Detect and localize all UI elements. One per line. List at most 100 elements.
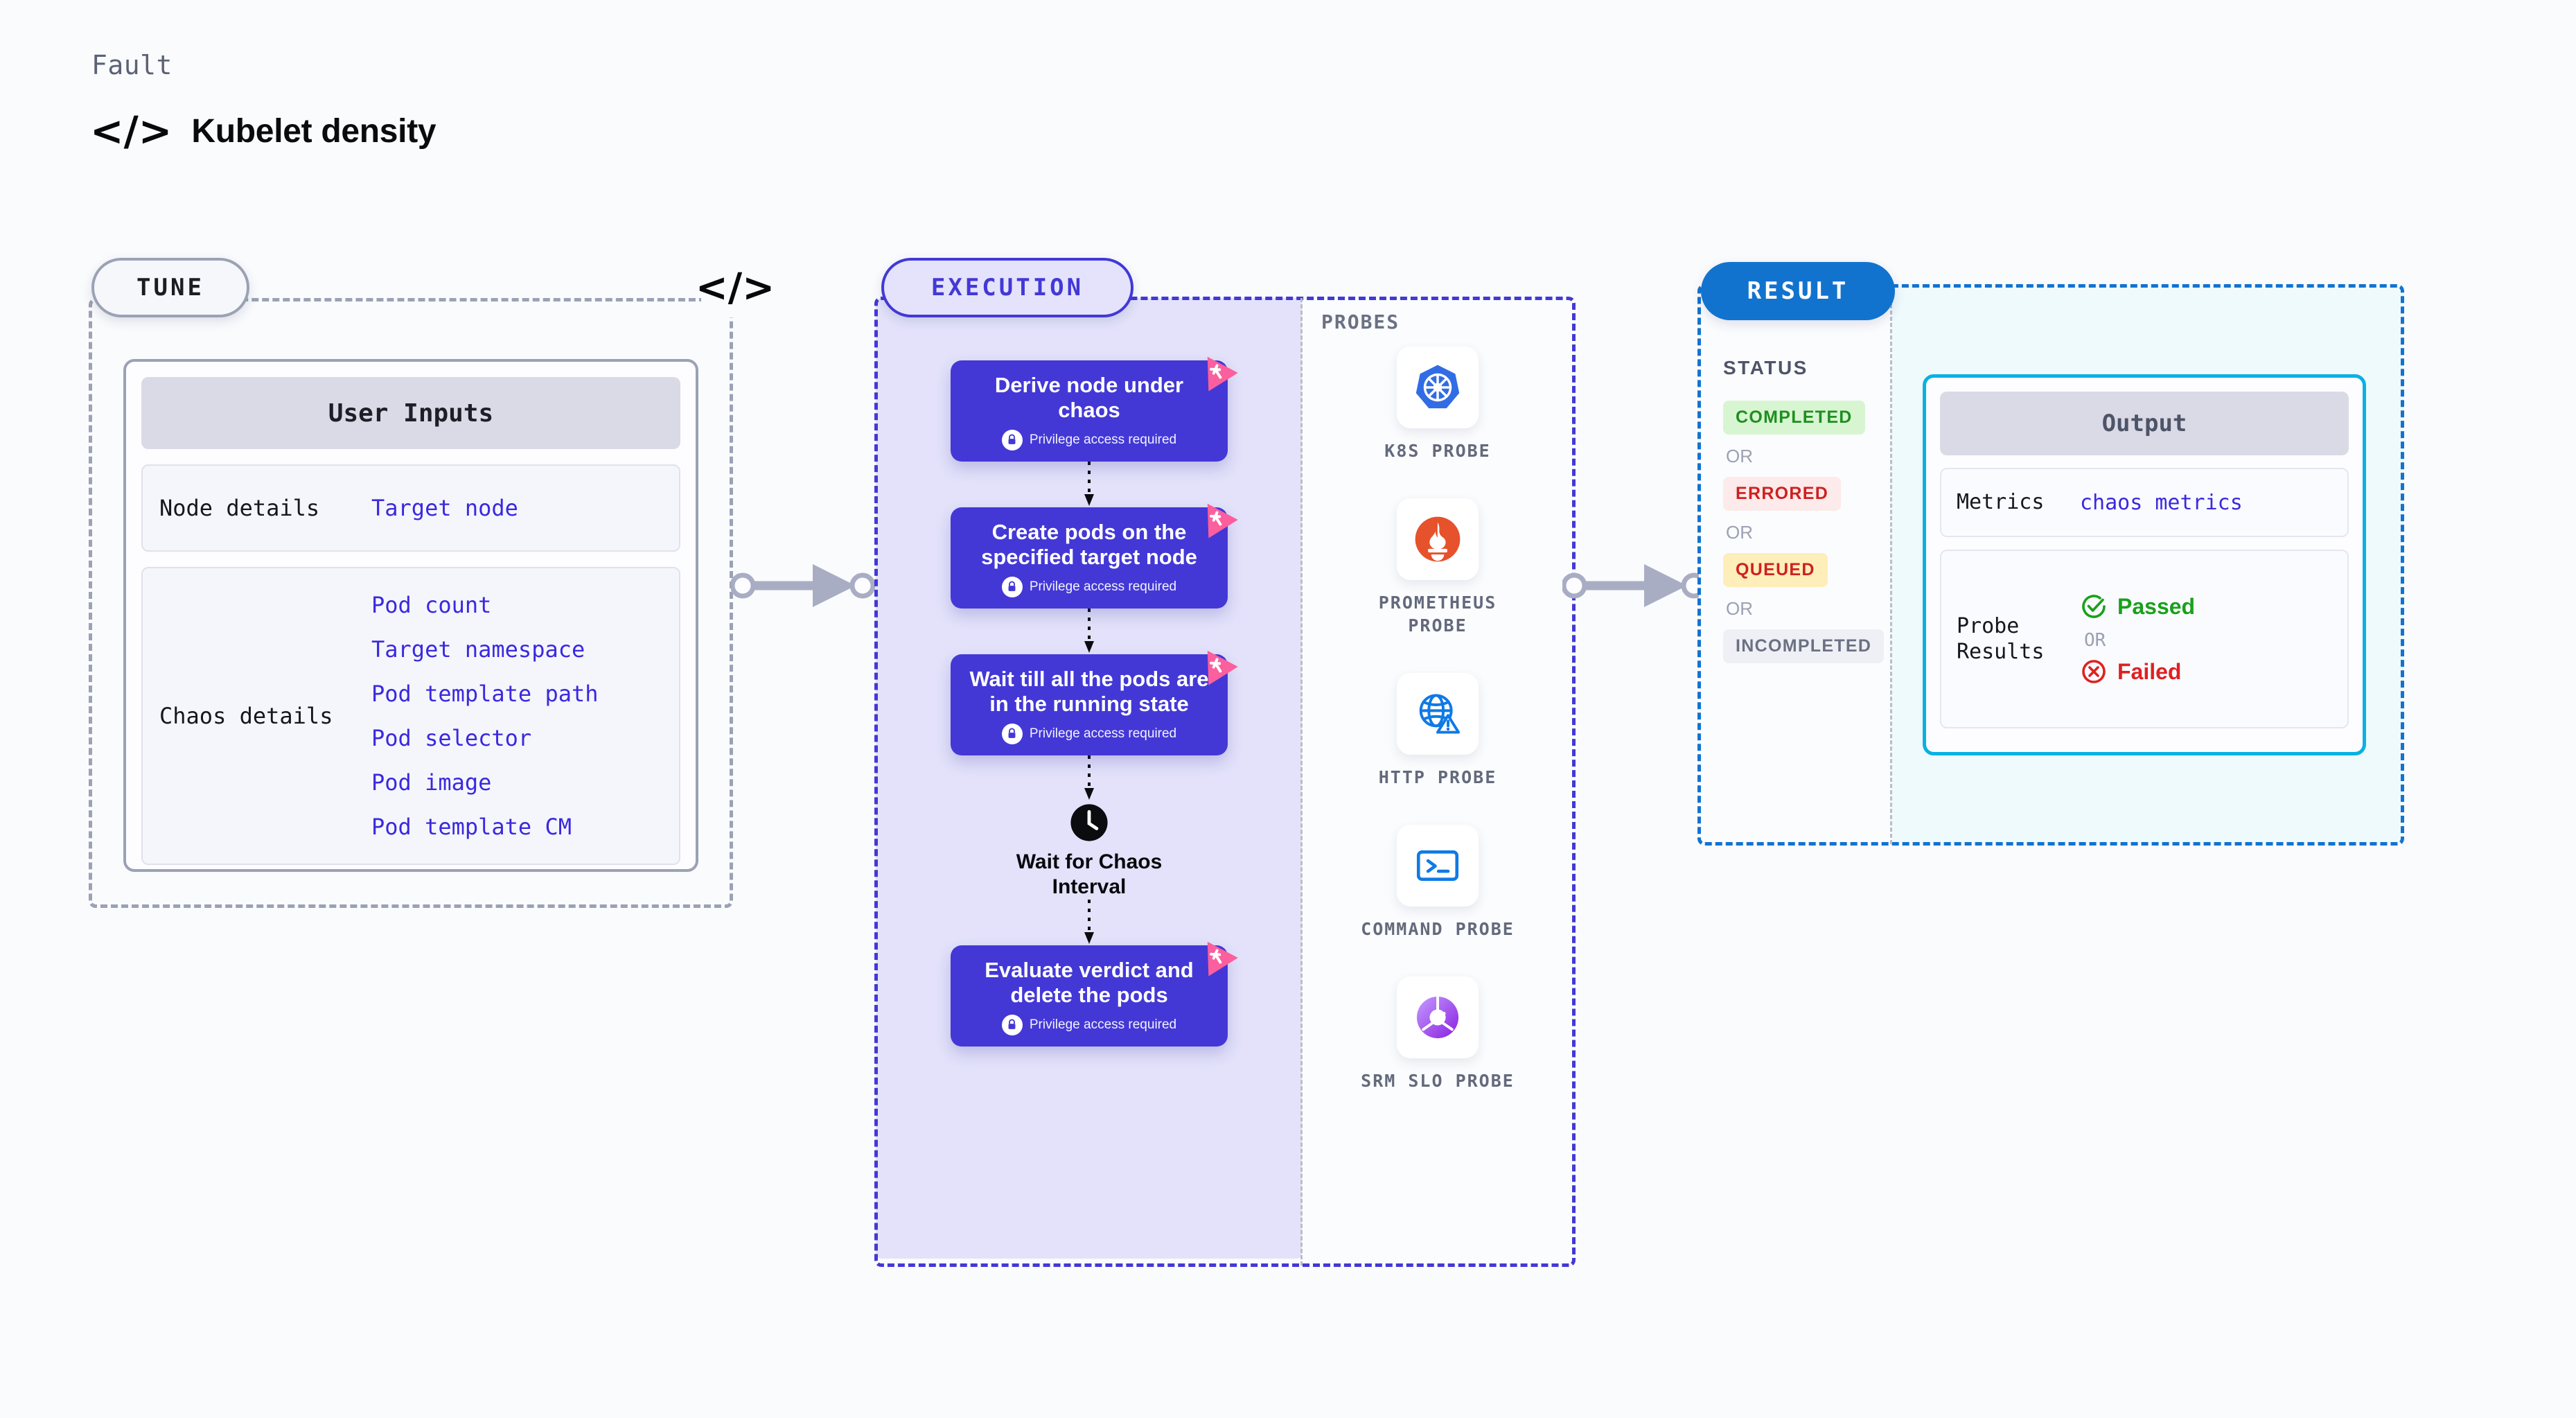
input-value[interactable]: Target node <box>371 495 518 521</box>
probes-section-label: PROBES <box>1321 310 1400 333</box>
status-badge-list: COMPLETED OR ERRORED OR QUEUED OR INCOMP… <box>1723 401 1885 663</box>
user-inputs-title: User Inputs <box>141 377 680 449</box>
probe-item-k8s[interactable]: K8S PROBE <box>1384 347 1490 462</box>
execution-step-final[interactable]: Evaluate verdict and delete the pods Pri… <box>951 941 1238 1047</box>
step-title: Derive node under chaos <box>994 373 1184 422</box>
verdict-passed: Passed <box>2080 593 2195 620</box>
result-stage-pill[interactable]: RESULT <box>1701 262 1895 320</box>
or-separator: OR <box>1726 522 1753 543</box>
privilege-note-label: Privilege access required <box>1029 579 1177 594</box>
input-value[interactable]: Pod template path <box>371 681 599 707</box>
output-row-metrics: Metrics chaos metrics <box>1940 468 2349 537</box>
step-title: Evaluate verdict and delete the pods <box>985 957 1194 1007</box>
flow-connector <box>951 755 1228 801</box>
privilege-note: Privilege access required <box>966 576 1212 597</box>
output-row-label: Probe Results <box>1957 613 2045 665</box>
execution-step[interactable]: Wait till all the pods are in the runnin… <box>951 650 1238 755</box>
privilege-note: Privilege access required <box>966 723 1212 744</box>
page-title: Kubelet density <box>191 112 436 150</box>
input-value[interactable]: Pod count <box>371 592 492 618</box>
input-value[interactable]: Pod template CM <box>371 814 572 840</box>
probe-item-http[interactable]: HTTP PROBE <box>1379 673 1497 789</box>
connector-execution-to-result <box>1562 564 1707 607</box>
step-title: Wait till all the pods are in the runnin… <box>969 666 1209 716</box>
flow-connector <box>951 608 1228 654</box>
x-circle-icon <box>2082 660 2106 683</box>
privilege-note-label: Privilege access required <box>1029 1017 1177 1032</box>
privilege-note: Privilege access required <box>966 1014 1212 1035</box>
flow-connector <box>951 899 1228 945</box>
prometheus-icon <box>1397 498 1479 580</box>
terminal-icon <box>1396 825 1479 907</box>
page-title-row: </> Kubelet density <box>90 111 436 151</box>
wait-for-chaos-interval-node: Wait for Chaos Interval <box>951 801 1228 900</box>
execution-stage-pill[interactable]: EXECUTION <box>881 258 1133 317</box>
probe-label: K8S PROBE <box>1384 441 1491 461</box>
execution-flow: Derive node under chaos Privilege access… <box>951 356 1238 1047</box>
probe-label: SRM SLO PROBE <box>1361 1071 1515 1091</box>
tune-stage-box <box>89 298 733 908</box>
connector-tune-to-execution <box>731 564 876 607</box>
input-value-list: Pod count Target namespace Pod template … <box>371 571 599 861</box>
flow-connector <box>951 461 1228 507</box>
lock-icon <box>1001 429 1023 450</box>
code-brackets-corner-icon: </> <box>696 258 775 317</box>
probe-item-command[interactable]: COMMAND PROBE <box>1361 825 1515 940</box>
verdict-failed: Failed <box>2080 658 2195 685</box>
probe-item-srm-slo[interactable]: SRM SLO PROBE <box>1361 977 1515 1092</box>
output-row-label: Metrics <box>1957 490 2045 515</box>
input-group-label: Chaos details <box>159 703 333 729</box>
input-group-node-details: Node details Target node <box>141 464 680 552</box>
privilege-note: Privilege access required <box>966 429 1212 450</box>
input-value[interactable]: Pod selector <box>371 725 532 751</box>
probes-column-divider <box>1300 298 1303 1266</box>
lock-icon <box>1001 723 1023 744</box>
kubernetes-icon <box>1397 347 1479 428</box>
input-group-chaos-details: Chaos details Pod count Target namespace… <box>141 567 680 865</box>
probe-label: HTTP PROBE <box>1378 767 1497 787</box>
privilege-note-label: Privilege access required <box>1029 726 1177 741</box>
probe-label: COMMAND PROBE <box>1361 919 1515 939</box>
privilege-note-label: Privilege access required <box>1029 432 1177 447</box>
verdict-list: Passed OR Failed <box>2080 577 2195 701</box>
or-separator: OR <box>1726 446 1753 466</box>
http-globe-icon <box>1396 673 1479 755</box>
lock-icon <box>1001 576 1023 597</box>
output-card: Output Metrics chaos metrics Probe Resul… <box>1923 374 2366 755</box>
tune-stage-pill[interactable]: TUNE <box>91 258 249 317</box>
input-value-list: Target node <box>371 474 518 542</box>
result-stage-box <box>1697 284 2404 846</box>
status-badge-completed: COMPLETED <box>1723 401 1865 435</box>
lock-icon <box>1001 1014 1023 1035</box>
srm-slo-icon <box>1396 977 1479 1058</box>
probe-label: PROMETHEUS PROBE <box>1378 593 1497 636</box>
or-separator: OR <box>2084 630 2106 651</box>
status-badge-queued: QUEUED <box>1723 553 1828 587</box>
execution-step[interactable]: Create pods on the specified target node… <box>951 503 1238 609</box>
status-section-label: STATUS <box>1723 357 1808 378</box>
output-title: Output <box>1940 392 2349 455</box>
verdict-label: Passed <box>2117 593 2196 619</box>
page-eyebrow: Fault <box>91 50 173 80</box>
step-title: Create pods on the specified target node <box>981 519 1197 569</box>
clock-icon <box>1070 804 1108 841</box>
result-column-divider <box>1890 286 1892 844</box>
execution-step[interactable]: Derive node under chaos Privilege access… <box>951 356 1238 462</box>
check-circle-icon <box>2082 595 2106 618</box>
probe-item-prometheus[interactable]: PROMETHEUS PROBE <box>1355 498 1521 637</box>
execution-stage-box <box>874 297 1576 1267</box>
status-badge-incompleted: INCOMPLETED <box>1723 629 1885 663</box>
or-separator: OR <box>1726 598 1753 619</box>
verdict-label: Failed <box>2117 658 2182 684</box>
input-group-label: Node details <box>159 495 320 521</box>
probe-list: K8S PROBE PROMETHEUS PROBE <box>1330 347 1545 1092</box>
probes-column-fill <box>1302 298 1574 1266</box>
input-value[interactable]: Pod image <box>371 769 492 796</box>
status-badge-errored: ERRORED <box>1723 477 1842 511</box>
output-row-probe-results: Probe Results Passed OR Failed <box>1940 550 2349 728</box>
wait-node-label: Wait for Chaos Interval <box>1016 850 1163 898</box>
user-inputs-card: User Inputs Node details Target node Cha… <box>123 359 698 872</box>
input-value[interactable]: Target namespace <box>371 636 585 663</box>
output-row-value[interactable]: chaos metrics <box>2080 490 2243 515</box>
